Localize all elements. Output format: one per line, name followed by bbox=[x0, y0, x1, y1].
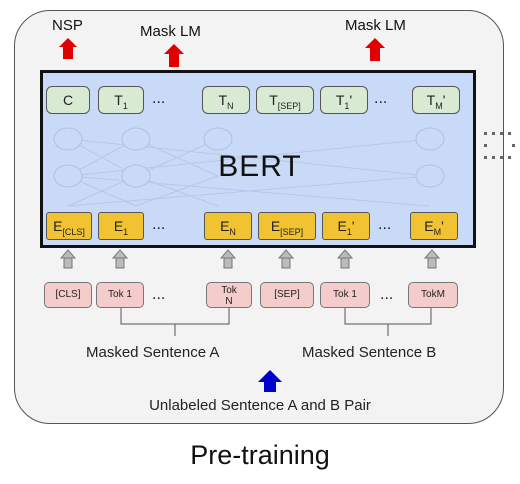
input-up-arrows bbox=[59, 249, 441, 269]
input-token-tokm: TokM bbox=[408, 282, 458, 308]
embedding-e1-prime: E1' bbox=[322, 212, 370, 240]
embedding-ellipsis-1: ... bbox=[152, 216, 166, 233]
mask-lm-label-1: Mask LM bbox=[140, 23, 201, 40]
sentence-brackets bbox=[120, 308, 432, 336]
pretraining-caption: Pre-training bbox=[190, 440, 330, 470]
sentence-pair-label: Unlabeled Sentence A and B Pair bbox=[149, 397, 371, 414]
nsp-label: NSP bbox=[52, 17, 83, 34]
mask-lm-label-2: Mask LM bbox=[345, 17, 406, 34]
nsp-arrow bbox=[59, 38, 77, 47]
embedding-cls: E[CLS] bbox=[46, 212, 92, 240]
embedding-sep: E[SEP] bbox=[258, 212, 316, 240]
output-ellipsis-2: ... bbox=[374, 90, 388, 107]
input-token-sep: [SEP] bbox=[260, 282, 314, 308]
bert-label: BERT bbox=[218, 150, 302, 183]
embedding-ellipsis-2: ... bbox=[378, 216, 392, 233]
output-token-tn: TN bbox=[202, 86, 250, 114]
output-token-t1: T1 bbox=[98, 86, 144, 114]
output-token-t1-prime: T1' bbox=[320, 86, 368, 114]
embedding-em-prime: EM' bbox=[410, 212, 458, 240]
input-ellipsis-1: ... bbox=[152, 286, 166, 303]
embedding-en: EN bbox=[204, 212, 252, 240]
embedding-e1: E1 bbox=[98, 212, 144, 240]
mask-lm-arrow-2 bbox=[365, 38, 385, 48]
mask-lm-arrow-1 bbox=[164, 44, 184, 54]
output-token-tm-prime: TM' bbox=[412, 86, 460, 114]
continuation-dots bbox=[484, 132, 515, 159]
hidden-nodes bbox=[53, 127, 445, 188]
masked-sentence-a-label: Masked Sentence A bbox=[86, 344, 220, 361]
output-token-c: C bbox=[46, 86, 90, 114]
input-ellipsis-2: ... bbox=[380, 286, 394, 303]
input-token-tok1-b: Tok 1 bbox=[320, 282, 370, 308]
output-ellipsis-1: ... bbox=[152, 90, 166, 107]
output-arrows bbox=[59, 38, 385, 67]
output-token-tsep: T[SEP] bbox=[256, 86, 314, 114]
pair-arrow bbox=[258, 370, 282, 392]
input-token-tok1: Tok 1 bbox=[96, 282, 144, 308]
masked-sentence-b-label: Masked Sentence B bbox=[302, 344, 437, 361]
input-token-cls: [CLS] bbox=[44, 282, 92, 308]
